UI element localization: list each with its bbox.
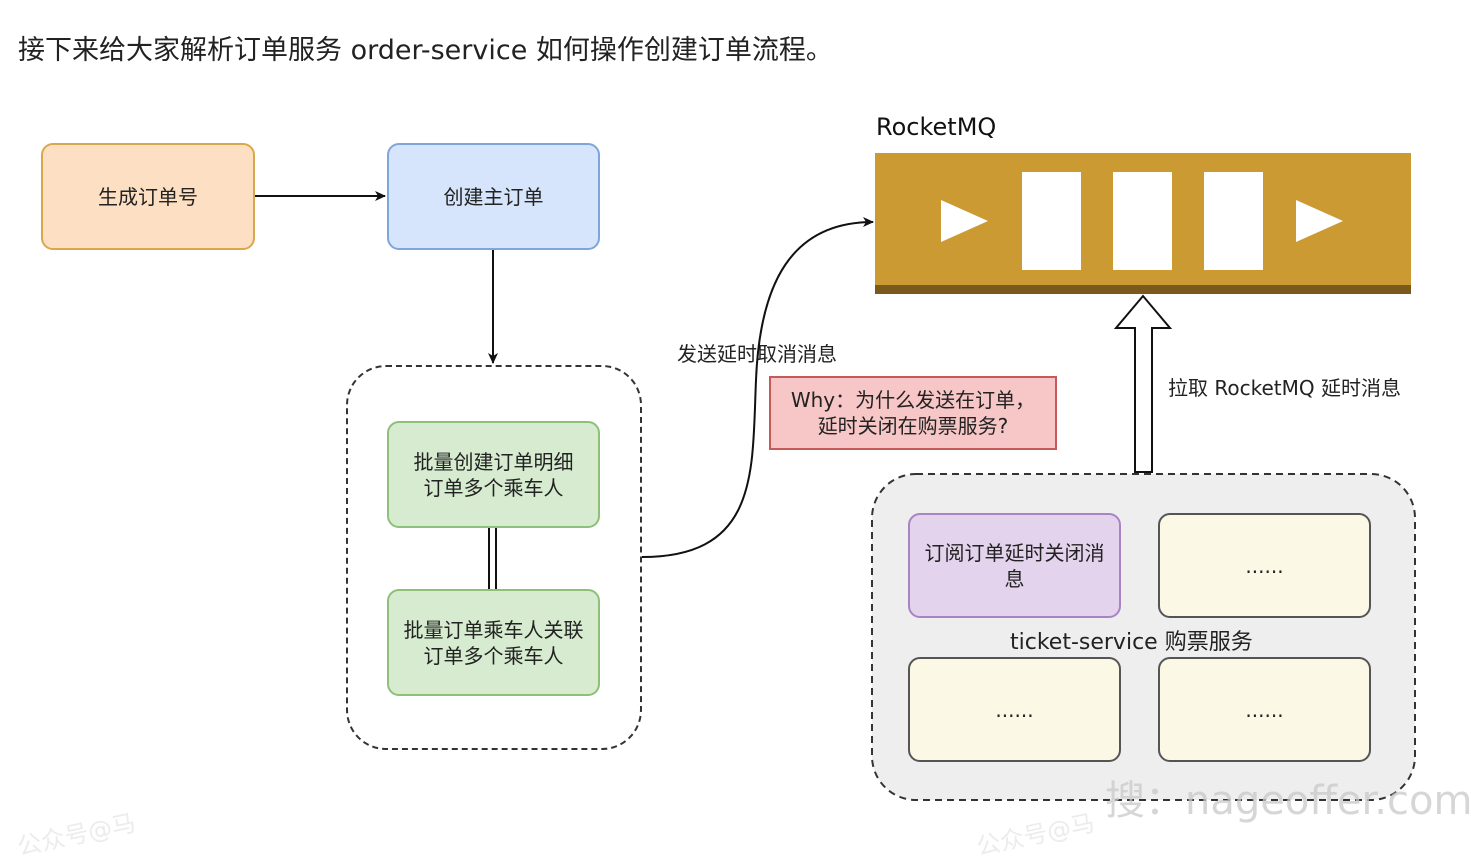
node-label-line: 批量订单乘车人关联 <box>403 617 584 642</box>
node-label: 创建主订单 <box>443 184 544 209</box>
pull-delay-message-label: 拉取 RocketMQ 延时消息 <box>1168 376 1401 400</box>
batch-order-passenger-node: 批量订单乘车人关联 订单多个乘车人 <box>387 589 600 696</box>
ticket-service-label: ticket-service 购票服务 <box>1010 630 1253 655</box>
node-label: ...... <box>995 697 1034 722</box>
placeholder-node: ...... <box>1158 657 1371 762</box>
queue-message-block <box>1204 172 1263 270</box>
node-label-line: 订单多个乘车人 <box>423 475 564 500</box>
send-delay-message-arrow <box>641 217 874 558</box>
watermark-search-text: 搜：nageoffer.com <box>1105 778 1471 824</box>
create-main-order-node: 创建主订单 <box>387 143 600 250</box>
node-label-line: 订阅订单延时关闭消 <box>924 540 1105 565</box>
queue-play-icon <box>941 200 988 242</box>
intro-text: 接下来给大家解析订单服务 order-service 如何操作创建订单流程。 <box>18 35 833 66</box>
node-label-line: 订单多个乘车人 <box>423 643 564 668</box>
queue-play-icon <box>1296 200 1343 242</box>
why-note: Why：为什么发送在订单， 延时关闭在购票服务? <box>769 376 1057 450</box>
generate-order-number-node: 生成订单号 <box>41 143 255 250</box>
placeholder-node: ...... <box>908 657 1121 762</box>
node-label: 生成订单号 <box>98 184 198 209</box>
order-batch-group <box>346 365 642 750</box>
node-label-line: 息 <box>1004 566 1025 591</box>
rocketmq-queue-base <box>875 285 1411 294</box>
why-note-line: Why：为什么发送在订单， <box>790 388 1036 412</box>
why-note-line: 延时关闭在购票服务? <box>817 414 1009 438</box>
pull-delay-message-arrow <box>1113 294 1173 473</box>
queue-message-block <box>1113 172 1172 270</box>
placeholder-node: ...... <box>1158 513 1371 618</box>
queue-message-block <box>1022 172 1081 270</box>
node-label: ...... <box>1245 553 1284 578</box>
batch-order-detail-node: 批量创建订单明细 订单多个乘车人 <box>387 421 600 528</box>
subscribe-delay-close-node: 订阅订单延时关闭消 息 <box>908 513 1121 618</box>
rocketmq-title: RocketMQ <box>876 113 997 141</box>
node-label-line: 批量创建订单明细 <box>413 449 574 474</box>
node-label: ...... <box>1245 697 1284 722</box>
